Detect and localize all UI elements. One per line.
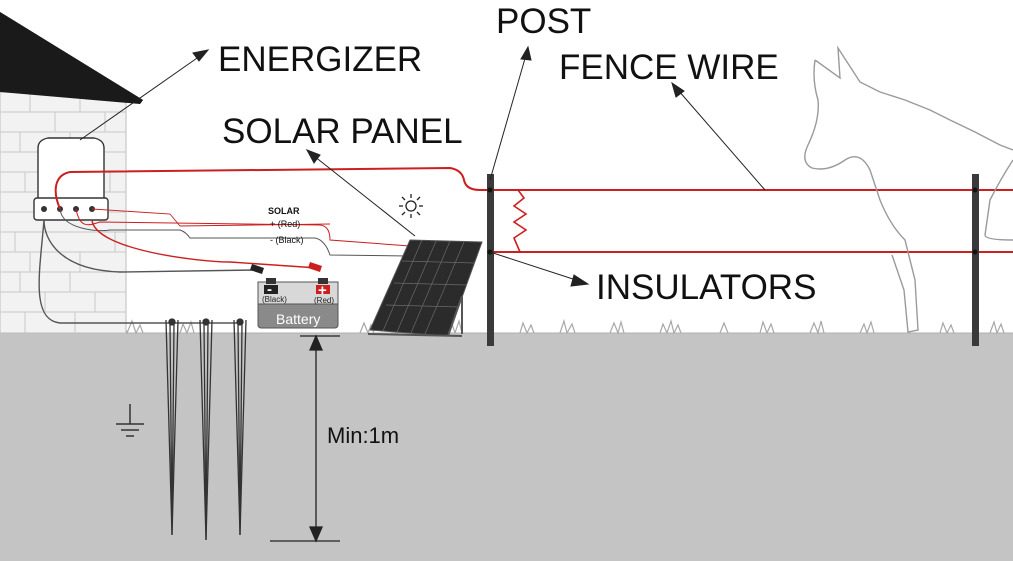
solar-connection-negative: - (Black) bbox=[270, 235, 304, 245]
insulator-icon bbox=[972, 249, 978, 255]
grass-line bbox=[119, 318, 1005, 335]
battery-positive-sign: + bbox=[318, 282, 327, 299]
label-fence-wire: FENCE WIRE bbox=[559, 48, 779, 87]
battery-positive-label: (Red) bbox=[314, 296, 334, 305]
wire-jumper bbox=[512, 189, 528, 253]
label-insulators: INSULATORS bbox=[596, 268, 816, 307]
energizer-unit bbox=[33, 137, 109, 221]
donkey-outline bbox=[804, 45, 1013, 333]
battery-clip-black bbox=[250, 264, 264, 274]
battery bbox=[257, 278, 339, 329]
solar-to-energizer-wire-red bbox=[75, 208, 411, 247]
fence-post-2 bbox=[972, 174, 979, 346]
label-post: POST bbox=[496, 2, 591, 41]
energizer-battery-wire-black bbox=[43, 219, 256, 273]
ground-wire bbox=[38, 219, 240, 324]
ground-symbol-icon bbox=[116, 404, 144, 437]
battery-label: Battery bbox=[276, 311, 320, 327]
fence-feed-wire bbox=[54, 166, 1013, 210]
insulator-icon bbox=[972, 187, 978, 193]
leader-lines bbox=[79, 45, 766, 287]
energizer-battery-wire-red bbox=[91, 219, 319, 269]
battery-clip-red bbox=[308, 262, 322, 272]
ground-rods bbox=[165, 318, 247, 541]
insulator-icon bbox=[487, 187, 493, 193]
label-energizer: ENERGIZER bbox=[218, 40, 422, 79]
solar-to-energizer-wire-black bbox=[59, 208, 409, 257]
fence-post-1 bbox=[487, 174, 494, 346]
label-min-depth: Min:1m bbox=[327, 423, 399, 448]
sun-icon bbox=[399, 194, 423, 218]
battery-negative-label: (Black) bbox=[262, 295, 287, 304]
solar-connection-positive: + (Red) bbox=[270, 219, 300, 229]
label-solar-panel: SOLAR PANEL bbox=[222, 112, 463, 151]
solar-connection-title: SOLAR bbox=[268, 206, 300, 216]
depth-dimension bbox=[270, 334, 340, 543]
battery-negative-sign: - bbox=[267, 281, 272, 298]
ground-area bbox=[0, 333, 1013, 561]
solar-panel bbox=[367, 239, 483, 337]
